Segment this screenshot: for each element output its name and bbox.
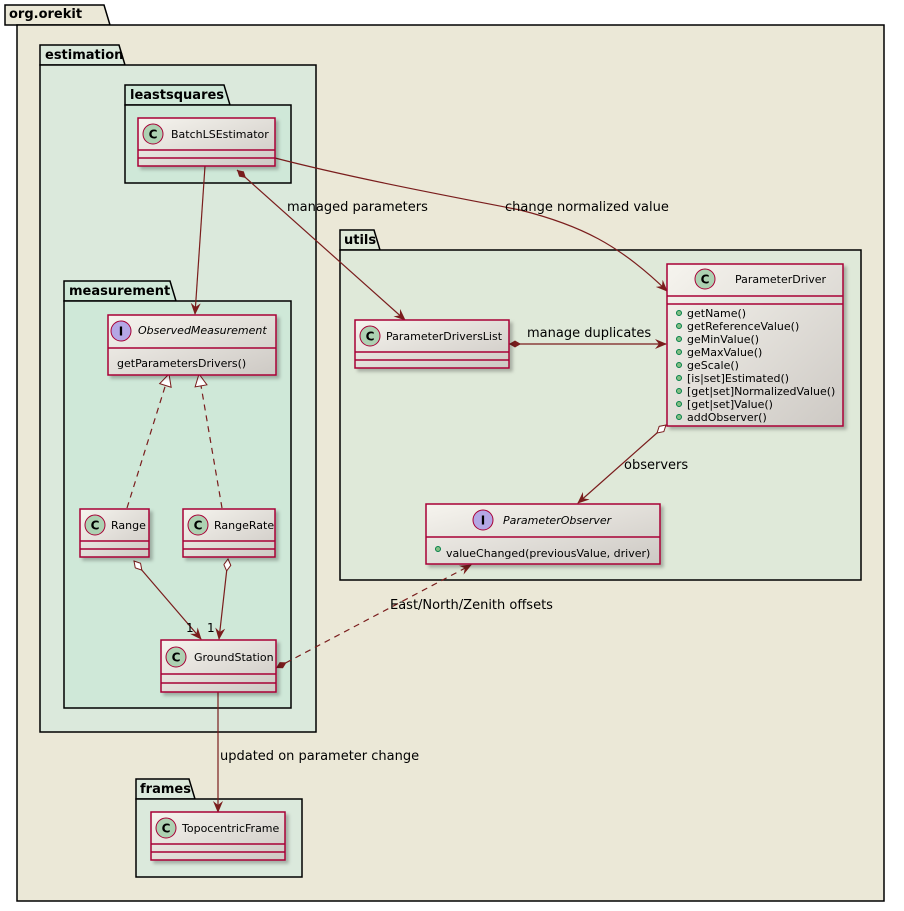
method-item: geScale() xyxy=(687,359,739,372)
spot-letter: C xyxy=(194,519,203,533)
interface-spot-i: I xyxy=(110,320,132,342)
class-name-parameterdriver: ParameterDriver xyxy=(735,273,827,286)
package-name-utils: utils xyxy=(344,233,376,248)
method-item: [get|set]NormalizedValue() xyxy=(687,385,835,398)
interface-spot-i: I xyxy=(472,509,494,531)
package-name-leastsquares: leastsquares xyxy=(130,88,224,103)
edge-batch-to-pdlist xyxy=(236,169,406,321)
class-name-range: Range xyxy=(111,519,146,532)
class-spot-c: C xyxy=(694,268,716,290)
public-visibility-icon xyxy=(676,310,682,316)
package-name-estimation: estimation xyxy=(45,48,123,63)
package-name-org-orekit: org.orekit xyxy=(9,7,82,22)
method-item: addObserver() xyxy=(687,411,767,424)
class-name-batchlsestimator: BatchLSEstimator xyxy=(171,128,269,141)
parameterdriver-method-list: getName() getReferenceValue() geMinValue… xyxy=(676,307,835,424)
spot-letter: C xyxy=(366,330,375,344)
class-spot-c: C xyxy=(359,325,381,347)
spot-letter: C xyxy=(172,651,181,665)
method-item: geMinValue() xyxy=(687,333,759,346)
edge-rangerate-implements-observed xyxy=(199,374,223,509)
method-item: [is|set]Estimated() xyxy=(687,372,789,385)
edge-pdriver-to-pobserver xyxy=(578,425,666,503)
method-getparametersdrivers: getParametersDrivers() xyxy=(117,357,246,370)
method-item: getReferenceValue() xyxy=(687,320,799,333)
package-name-frames: frames xyxy=(140,782,191,797)
label-change-normalized: change normalized value xyxy=(505,200,669,215)
public-visibility-icon xyxy=(676,401,682,407)
class-spot-c: C xyxy=(84,514,106,536)
public-visibility-icon xyxy=(676,375,682,381)
class-batchlsestimator[interactable] xyxy=(137,117,276,167)
spot-letter: C xyxy=(149,128,158,142)
method-valuechanged: valueChanged(previousValue, driver) xyxy=(446,547,650,560)
spot-letter: C xyxy=(701,273,710,287)
public-visibility-icon xyxy=(676,336,682,342)
edge-ground-to-pobserver xyxy=(275,564,472,669)
class-spot-c: C xyxy=(165,646,187,668)
spot-letter: I xyxy=(481,514,485,528)
package-name-measurement: measurement xyxy=(69,284,170,299)
spot-letter: I xyxy=(119,325,123,339)
class-name-parameterobserver: ParameterObserver xyxy=(503,514,613,527)
class-spot-c: C xyxy=(187,514,209,536)
edge-batch-to-pdriver xyxy=(274,157,668,292)
spot-letter: C xyxy=(91,519,100,533)
class-name-parameterdriverslist: ParameterDriversList xyxy=(386,330,503,343)
method-item: getName() xyxy=(687,307,746,320)
class-spot-c: C xyxy=(155,817,177,839)
public-visibility-icon xyxy=(676,388,682,394)
class-spot-c: C xyxy=(142,123,164,145)
method-item: geMaxValue() xyxy=(687,346,762,359)
mult-range: 1 xyxy=(186,621,194,635)
edge-batch-to-observed xyxy=(190,165,206,315)
class-name-observedmeasurement: ObservedMeasurement xyxy=(138,324,267,337)
class-name-groundstation: GroundStation xyxy=(194,651,274,664)
edge-range-implements-observed xyxy=(126,374,169,509)
class-parameterdriver[interactable] xyxy=(666,263,844,427)
class-parameterdriverslist[interactable] xyxy=(354,319,510,369)
label-observers: observers xyxy=(624,458,688,473)
public-visibility-icon xyxy=(435,546,441,552)
mult-rangerate: 1 xyxy=(207,621,215,635)
label-manage-duplicates: manage duplicates xyxy=(527,326,651,341)
spot-letter: C xyxy=(162,822,171,836)
public-visibility-icon xyxy=(676,414,682,420)
label-offsets: East/North/Zenith offsets xyxy=(390,598,553,613)
interface-observedmeasurement[interactable] xyxy=(107,314,277,376)
class-topocentricframe[interactable] xyxy=(150,811,286,861)
interface-parameterobserver[interactable] xyxy=(425,503,661,565)
class-name-topocentricframe: TopocentricFrame xyxy=(181,822,280,835)
label-managed-parameters: managed parameters xyxy=(287,200,428,215)
method-item: [get|set]Value() xyxy=(687,398,773,411)
public-visibility-icon xyxy=(676,323,682,329)
public-visibility-icon xyxy=(676,349,682,355)
label-updated: updated on parameter change xyxy=(220,749,419,764)
edge-range-to-ground xyxy=(134,561,201,639)
class-name-rangerate: RangeRate xyxy=(214,519,274,532)
class-range[interactable] xyxy=(79,508,150,558)
public-visibility-icon xyxy=(676,362,682,368)
edge-rangerate-to-ground xyxy=(219,559,228,639)
